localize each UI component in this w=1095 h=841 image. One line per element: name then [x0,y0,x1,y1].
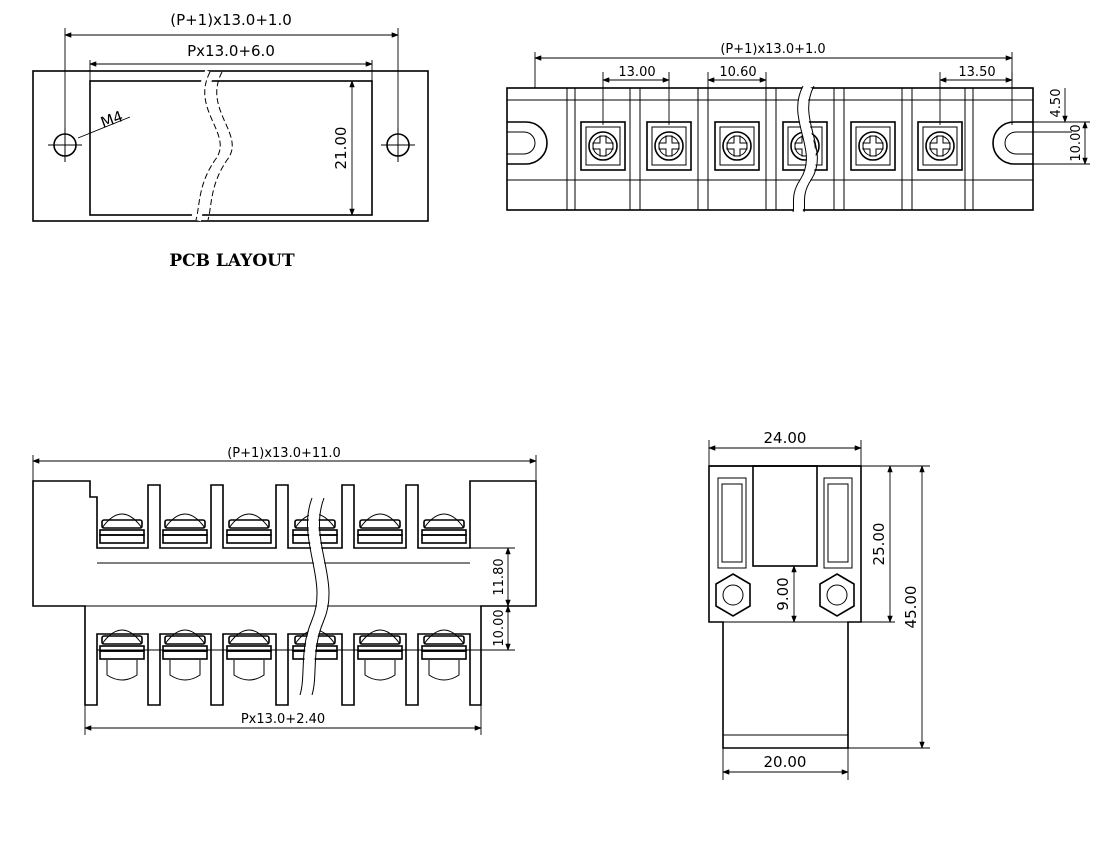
front-view: (P+1)x13.0+11.0 Px13.0+2.40 11.80 10.00 [32,446,537,735]
front-height-lower: 10.00 [492,609,507,646]
upper-screw-6 [421,513,467,544]
side-view: 24.00 20.00 25.00 45.00 9.00 [708,429,930,780]
upper-screw-5 [357,513,403,544]
upper-screw-1 [99,513,145,544]
front-bottom-dim: Px13.0+2.40 [241,712,325,727]
pcb-inner-area [89,80,373,216]
pcb-overall-dim: (P+1)x13.0+1.0 [170,11,292,29]
terminal-screw-3 [714,121,760,171]
terminal-screw-1 [580,121,626,171]
front-overall-dim: (P+1)x13.0+11.0 [227,446,341,461]
slot-right [992,121,1033,165]
top-pitch-mid: 10.60 [719,65,756,80]
upper-screw-2 [162,513,208,544]
terminal-screw-5 [850,121,896,171]
side-bottom-width: 20.00 [764,753,807,771]
upper-screw-3 [226,513,272,544]
top-overall-dim: (P+1)x13.0+1.0 [720,42,825,57]
side-upper-height: 25.00 [870,523,888,566]
side-top-width: 24.00 [764,429,807,447]
top-view: (P+1)x13.0+1.0 13.00 10.60 13.50 4.50 10… [506,42,1090,214]
pcb-outline [32,70,429,222]
pcb-height-dim: 21.00 [332,127,350,170]
hole-label: M4 [98,107,125,132]
front-body-outline [32,480,537,706]
slot-left [507,121,548,165]
pcb-layout-caption: PCB LAYOUT [169,251,295,271]
front-height-upper: 11.80 [492,558,507,595]
terminal-screw-6 [917,121,963,171]
pcb-layout-view: (P+1)x13.0+1.0 Px13.0+6.0 21.00 M4 PCB L… [32,11,429,271]
top-pitch-right: 13.50 [958,65,995,80]
side-inner-height: 9.00 [774,577,792,610]
pcb-inner-dim: Px13.0+6.0 [187,42,275,60]
top-pitch-left: 13.00 [618,65,655,80]
nut-left [715,573,751,617]
top-slot-offset: 4.50 [1049,89,1064,118]
nut-right [819,573,855,617]
top-slot-width: 10.00 [1069,124,1084,161]
terminal-screw-2 [646,121,692,171]
side-total-height: 45.00 [902,586,920,629]
